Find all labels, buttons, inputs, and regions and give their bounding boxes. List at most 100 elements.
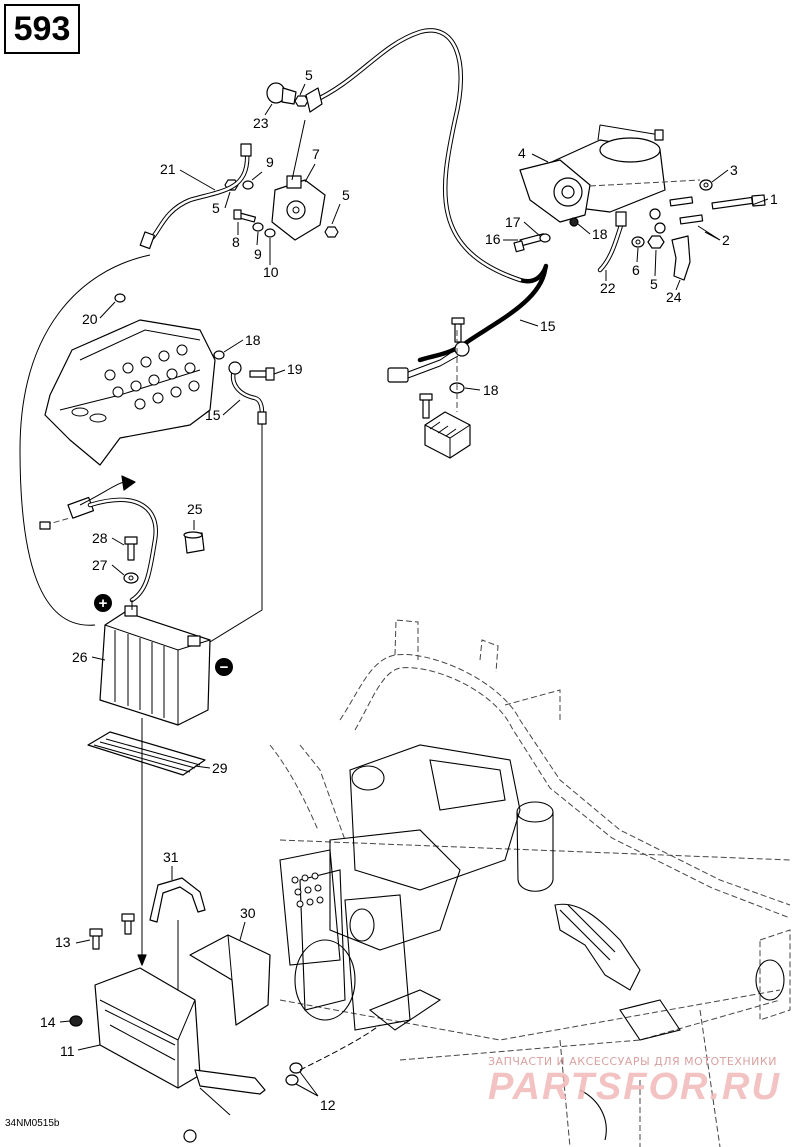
callout-11: 11 [60, 1043, 75, 1059]
callout-2: 2 [722, 232, 730, 248]
battery-strap-31 [149, 877, 206, 923]
callout-18-mid: 18 [483, 382, 499, 398]
callout-18-top: 18 [592, 226, 608, 242]
callout-29: 29 [212, 760, 228, 776]
engine [279, 744, 785, 1141]
terminal-cap-24 [671, 235, 691, 281]
callout-21: 21 [160, 161, 176, 177]
battery-tray-11 [94, 967, 266, 1116]
washer-3 [699, 179, 713, 191]
arrow-down-tray [137, 954, 147, 966]
callout-1: 1 [770, 191, 778, 207]
callout-17: 17 [505, 214, 521, 230]
leader-7-cable [291, 119, 306, 181]
bolt-13-right [121, 913, 135, 935]
callout-14: 14 [40, 1014, 56, 1030]
washer-27 [123, 572, 139, 584]
callout-9-lower: 9 [254, 246, 262, 262]
bolt-8 [233, 209, 257, 223]
callout-27: 27 [92, 557, 108, 573]
callout-leaders [59, 83, 769, 1097]
battery-26 [99, 605, 211, 726]
callout-15-left: 15 [205, 407, 221, 423]
callout-24: 24 [666, 289, 682, 305]
terminal-cover-25 [183, 531, 205, 554]
starter-motor [519, 124, 666, 223]
bolt-19 [249, 367, 275, 381]
svg-text:−: − [220, 659, 229, 676]
washer-9-upper [242, 180, 254, 190]
washers-12 [285, 1062, 303, 1086]
bolt-regulator [419, 393, 433, 419]
nut-5-top [294, 95, 309, 107]
nut-5-solenoid-right [324, 226, 339, 238]
callout-7: 7 [312, 146, 320, 162]
washer-6 [631, 236, 645, 248]
callout-5-top: 5 [305, 67, 313, 83]
cable-21 [139, 143, 252, 250]
callout-4: 4 [518, 145, 526, 161]
callout-20: 20 [82, 311, 98, 327]
callout-8: 8 [232, 234, 240, 250]
callout-26: 26 [72, 649, 88, 665]
callout-16: 16 [485, 231, 501, 247]
nut-14 [69, 1015, 83, 1027]
nut-5-right [647, 235, 665, 249]
watermark-tagline: ЗАПЧАСТИ И АКСЕССУАРЫ ДЛЯ МОТОТЕХНИКИ [488, 1055, 777, 1068]
washer-17 [539, 233, 551, 243]
ground-wire-loop [19, 254, 151, 626]
cable-end-top [305, 87, 323, 113]
callout-10: 10 [263, 264, 279, 280]
callout-12: 12 [320, 1097, 336, 1113]
cable-22 [597, 211, 627, 273]
diagram-number: 593 [4, 4, 80, 54]
callout-6: 6 [632, 262, 640, 278]
callout-15-right: 15 [540, 318, 556, 334]
rivet-20 [114, 293, 126, 303]
callout-30: 30 [240, 905, 256, 921]
callout-9-upper: 9 [266, 154, 274, 170]
gear-washer [183, 1129, 197, 1143]
drawing-code: 34NM0515b [5, 1118, 60, 1129]
fuse-connector [39, 475, 136, 530]
callout-23: 23 [253, 115, 269, 131]
callout-31: 31 [163, 849, 179, 865]
watermark: ЗАПЧАСТИ И АКСЕССУАРЫ ДЛЯ МОТОТЕХНИКИ PA… [488, 1055, 788, 1109]
main-cable-15 [309, 28, 549, 363]
callout-28: 28 [92, 530, 108, 546]
voltage-regulator [424, 411, 471, 459]
callout-22: 22 [600, 280, 616, 296]
callout-5-lower: 5 [650, 276, 658, 292]
bolt-28 [124, 536, 138, 561]
ring-terminal [454, 341, 470, 357]
bolts-2 [649, 196, 704, 234]
positive-cable [87, 497, 158, 603]
terminal-cap-23 [266, 82, 297, 105]
positive-symbol: + [94, 594, 112, 612]
bolt-vertical [451, 317, 465, 343]
callout-labels: 1 2 3 4 5 5 5 5 6 7 8 9 9 10 11 12 13 14… [40, 67, 778, 1113]
harness-connector [387, 349, 459, 383]
callout-3: 3 [730, 162, 738, 178]
callout-5-left: 5 [212, 200, 220, 216]
negative-symbol: − [215, 658, 233, 676]
callout-25: 25 [187, 501, 203, 517]
callout-5-right: 5 [342, 187, 350, 203]
nut-18-top [569, 217, 579, 227]
washer-18-left [213, 350, 225, 360]
ground-lead-line [204, 424, 263, 646]
callout-13: 13 [55, 934, 71, 950]
bolt-13-left [89, 928, 103, 950]
battery-cover-30 [189, 934, 271, 1026]
watermark-logo: PARTSFOR.RU [488, 1066, 781, 1108]
ground-cable-15 [228, 361, 267, 425]
callout-19: 19 [287, 361, 303, 377]
dash-tray-mount [299, 1024, 381, 1071]
washer-9-lower [252, 222, 264, 232]
callout-18-left: 18 [245, 332, 261, 348]
svg-text:+: + [99, 595, 108, 612]
solenoid-relay-7 [271, 175, 326, 241]
washer-10 [264, 228, 276, 238]
heat-shield [44, 319, 216, 466]
